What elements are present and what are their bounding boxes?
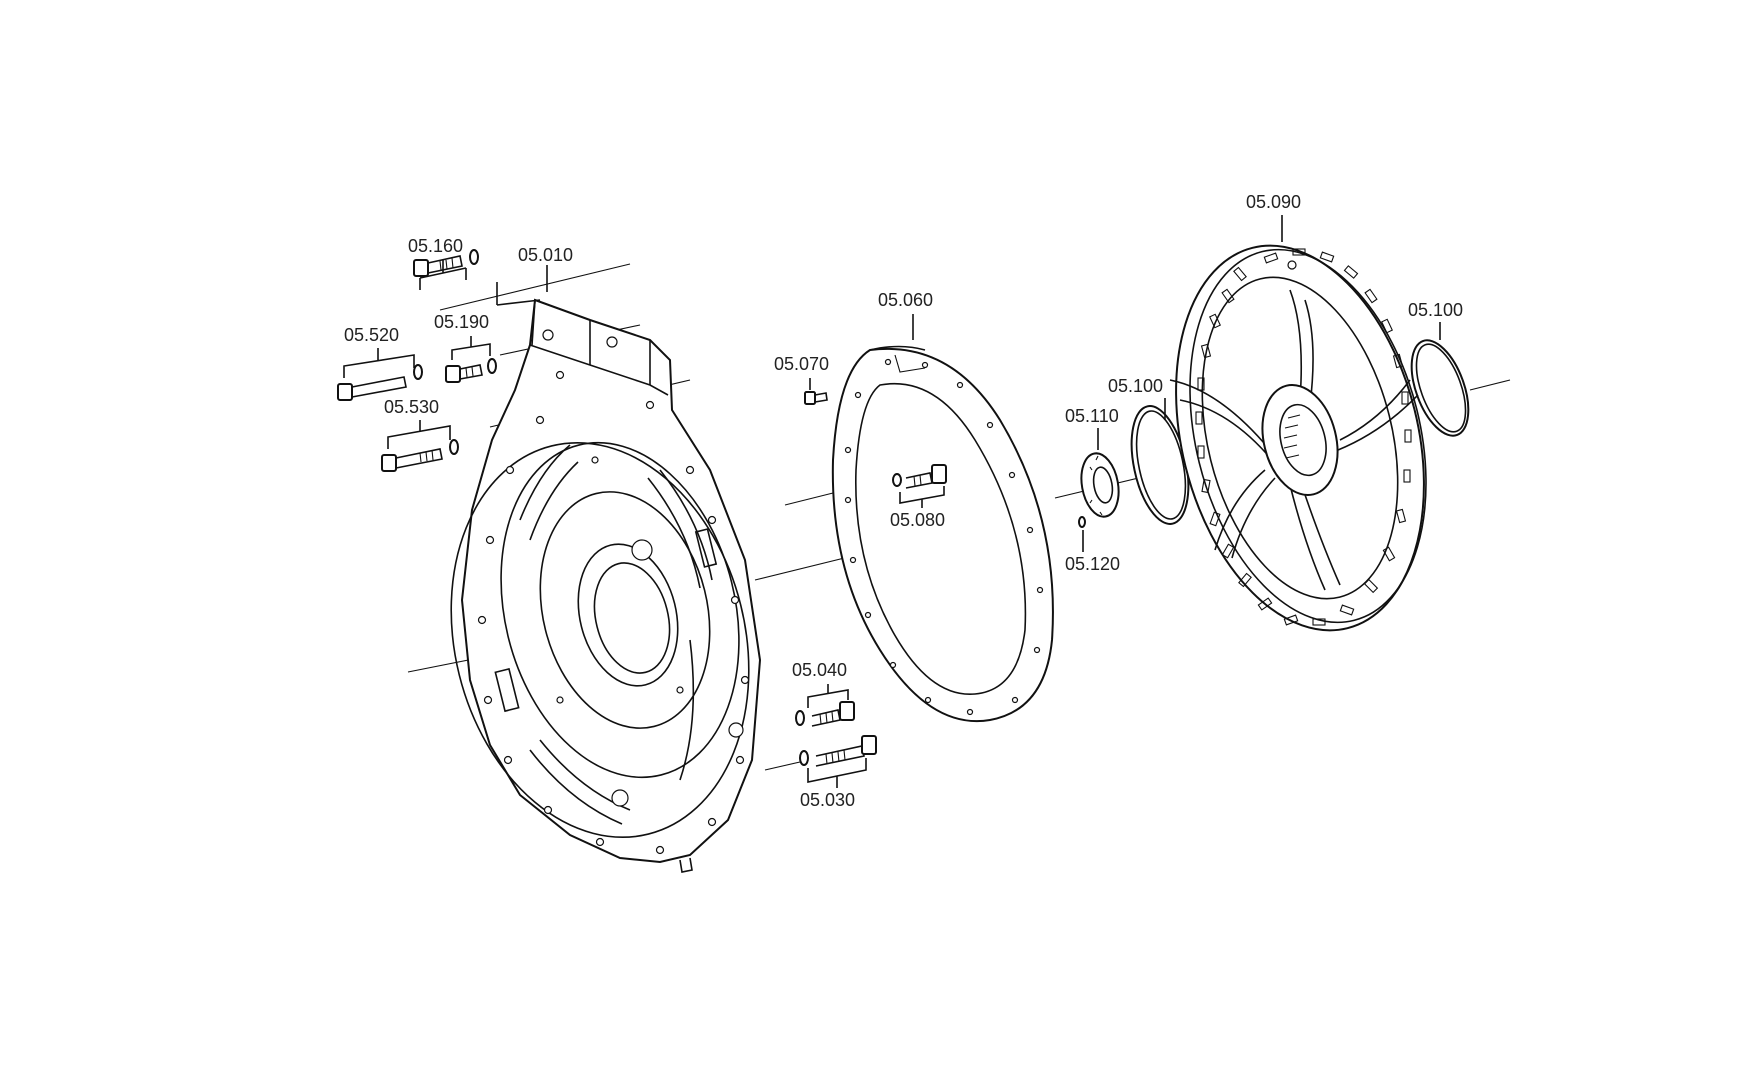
label-05-110: 05.110 [1065, 406, 1119, 426]
gasket-holes [844, 358, 1044, 716]
impeller-wheel-05-090 [1169, 244, 1427, 632]
snap-ring-05-100-right [1410, 339, 1470, 437]
pump-housing-plate [450, 298, 762, 873]
label-05-120: 05.120 [1065, 554, 1120, 574]
bolt-05-080 [892, 464, 947, 489]
label-05-160: 05.160 [408, 236, 463, 256]
bolt-05-030 [799, 735, 877, 767]
label-05-190: 05.190 [434, 312, 489, 332]
pin-05-120 [1078, 516, 1086, 528]
label-05-100-left: 05.100 [1108, 376, 1163, 396]
label-05-060: 05.060 [878, 290, 933, 310]
bolt-05-190 [445, 358, 497, 383]
label-05-040: 05.040 [792, 660, 847, 680]
impeller-vanes [1169, 289, 1419, 591]
label-05-080: 05.080 [890, 510, 945, 530]
screw-05-070 [804, 391, 828, 405]
label-05-070: 05.070 [774, 354, 829, 374]
label-05-010: 05.010 [518, 245, 573, 265]
label-05-520: 05.520 [344, 325, 399, 345]
label-05-030: 05.030 [800, 790, 855, 810]
part-labels: 05.010 05.160 05.520 05.190 05.530 05.06… [344, 192, 1463, 810]
label-05-100-right: 05.100 [1408, 300, 1463, 320]
bolt-05-530 [381, 439, 459, 472]
bolt-05-160 [413, 249, 479, 277]
label-05-090: 05.090 [1246, 192, 1301, 212]
bolt-05-520 [337, 364, 423, 401]
gasket-ring [831, 345, 1054, 723]
impeller-rim-cells [1195, 248, 1412, 626]
bolt-05-040 [795, 701, 855, 727]
snap-ring-05-100-left [1130, 405, 1190, 525]
label-05-530: 05.530 [384, 397, 439, 417]
leader-lines [343, 215, 1441, 788]
housing-bolt-holes [477, 329, 750, 855]
thrust-washer-05-110 [1080, 452, 1120, 518]
